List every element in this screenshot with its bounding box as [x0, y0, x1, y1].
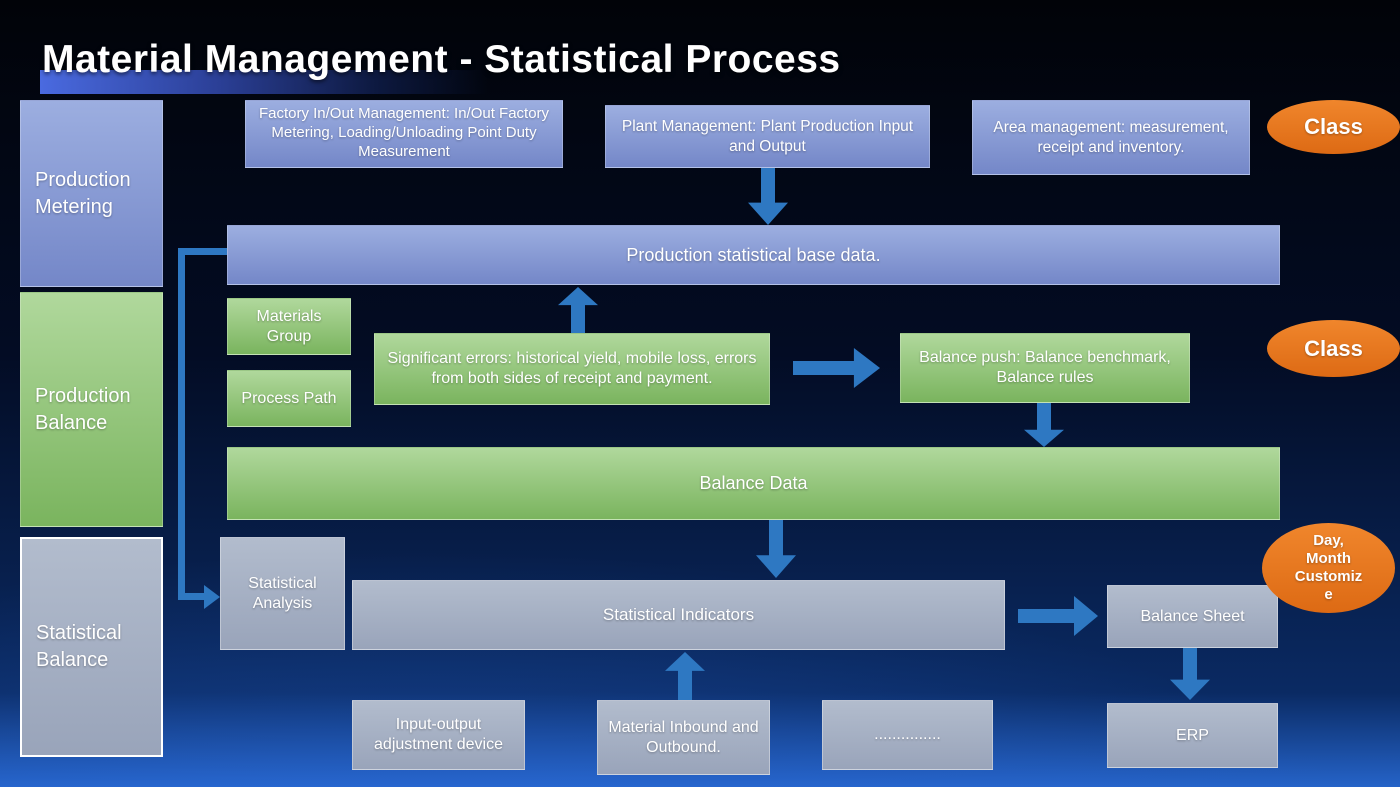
down-arrow-icon — [1022, 403, 1066, 447]
box-input-output-adjustment-device: Input-output adjustment device — [352, 700, 525, 770]
day-month-customize-label: Day, Month Customize — [1294, 532, 1363, 603]
elbow-connector-bottom-segment — [178, 593, 206, 600]
box-erp: ERP — [1107, 703, 1278, 768]
title-underline-bar — [40, 70, 488, 94]
right-arrow-icon — [1018, 594, 1098, 638]
bar-statistical-indicators: Statistical Indicators — [352, 580, 1005, 650]
right-arrow-icon — [793, 346, 880, 390]
page-title: Material Management - Statistical Proces… — [42, 38, 841, 81]
class-badge-top: Class — [1267, 100, 1400, 154]
up-arrow-icon — [556, 287, 600, 333]
box-ellipsis-placeholder: ............... — [822, 700, 993, 770]
box-plant-management: Plant Management: Plant Production Input… — [605, 105, 930, 168]
lane-production-balance: Production Balance — [20, 292, 163, 527]
down-arrow-icon — [1168, 648, 1212, 700]
bar-balance-data: Balance Data — [227, 447, 1280, 520]
box-materials-group: Materials Group — [227, 298, 351, 355]
day-month-customize-badge: Day, Month Customize — [1262, 523, 1395, 613]
box-balance-sheet: Balance Sheet — [1107, 585, 1278, 648]
box-process-path: Process Path — [227, 370, 351, 427]
box-significant-errors: Significant errors: historical yield, mo… — [374, 333, 770, 405]
lane-statistical-balance: Statistical Balance — [20, 537, 163, 757]
elbow-connector-top-segment — [178, 248, 227, 255]
down-arrow-icon — [754, 520, 798, 578]
class-badge-middle: Class — [1267, 320, 1400, 377]
box-factory-in-out-management: Factory In/Out Management: In/Out Factor… — [245, 100, 563, 168]
box-balance-push: Balance push: Balance benchmark, Balance… — [900, 333, 1190, 403]
down-arrow-icon — [746, 168, 790, 225]
up-arrow-icon — [663, 652, 707, 700]
connector-arrowhead-icon — [204, 585, 220, 609]
lane-production-metering: Production Metering — [20, 100, 163, 287]
elbow-connector-vertical-segment — [178, 248, 185, 600]
box-area-management: Area management: measurement, receipt an… — [972, 100, 1250, 175]
box-material-inbound-outbound: Material Inbound and Outbound. — [597, 700, 770, 775]
bar-production-statistical-base-data: Production statistical base data. — [227, 225, 1280, 285]
box-statistical-analysis: Statistical Analysis — [220, 537, 345, 650]
